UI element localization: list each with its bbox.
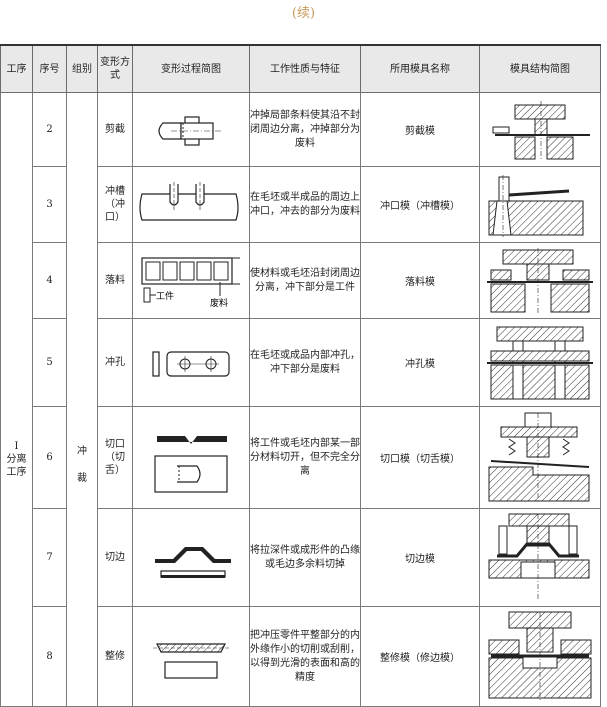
process-cell: I 分离 工序 xyxy=(0,92,33,707)
table-row: I 分离 工序 2 冲 裁 剪截 冲掉局部条料使其沿 xyxy=(0,92,601,707)
mode-label-alt: （切舌） xyxy=(105,452,125,476)
seq-cell: 7 xyxy=(32,508,67,607)
nature-cell: 使材料或毛坯沿封闭周边分离，冲下部分是工件 xyxy=(249,242,361,319)
blanking-sketch: 工件 废料 xyxy=(141,256,240,309)
header-mode: 变形方式 xyxy=(97,44,133,93)
die-cell: 整修模（修边模） xyxy=(360,606,480,707)
trimming-sketch xyxy=(155,546,231,578)
continued-label: (续) xyxy=(291,6,316,21)
header-row: 工序 序号 组别 变形方式 变形过程简图 工作性质与特征 所用模具名称 模具结构… xyxy=(0,44,601,93)
header-nature: 工作性质与特征 xyxy=(249,44,361,93)
die-cell: 冲口模（冲槽模） xyxy=(360,166,480,243)
table-row: 8 整修 把冲压零件平整部分的内外缘作小的切削或刮削，以得到光滑的表面和高的精度… xyxy=(1,606,601,707)
structure-cell xyxy=(479,166,601,243)
shearing-die-diagram xyxy=(492,100,590,161)
header-sketch: 变形过程简图 xyxy=(132,44,250,93)
mode-label: 整修 xyxy=(105,651,125,662)
structure-cell xyxy=(479,242,601,319)
sketch-cell xyxy=(132,606,250,707)
mode-cell: 切口 （切舌） xyxy=(97,406,133,509)
mode-label: 切边 xyxy=(105,552,125,563)
mode-label: 冲孔 xyxy=(105,357,125,368)
seq-cell: 4 xyxy=(32,242,67,319)
sketch-cell xyxy=(132,92,250,167)
notching-sketch xyxy=(139,181,239,221)
seq-cell: 3 xyxy=(32,166,67,243)
seq-cell: 2 xyxy=(32,92,67,167)
sketch-cell: 工件 废料 xyxy=(132,242,250,319)
die-cell: 切边模 xyxy=(360,508,480,607)
structure-cell xyxy=(479,92,601,167)
sketch-cell xyxy=(132,406,250,509)
nature-cell: 冲掉局部条料使其沿不封闭周边分离，冲掉部分为废料 xyxy=(249,92,361,167)
sketch-cell xyxy=(132,508,250,607)
blanking-die-diagram xyxy=(487,247,593,314)
nature-cell: 把冲压零件平整部分的内外缘作小的切削或刮削，以得到光滑的表面和高的精度 xyxy=(249,606,361,707)
table-row: 5 冲孔 在毛坯或成品内部冲孔，冲下部分是废料 冲孔模 xyxy=(1,318,601,407)
mode-cell: 切边 xyxy=(97,508,133,607)
scrap-label: 废料 xyxy=(210,297,228,309)
group-name-2: 裁 xyxy=(77,472,87,484)
header-die: 所用模具名称 xyxy=(360,44,480,93)
die-cell: 冲孔模 xyxy=(360,318,480,407)
mode-cell: 剪截 xyxy=(97,92,133,167)
mode-cell: 整修 xyxy=(97,606,133,707)
structure-cell xyxy=(479,606,601,707)
mode-cell: 冲槽 （冲口） xyxy=(97,166,133,243)
nature-cell: 将拉深件或成形件的凸缘或毛边多余料切掉 xyxy=(249,508,361,607)
group-cell: 冲 裁 xyxy=(66,92,98,707)
nature-cell: 在毛坯或半成品的周边上冲口，冲去的部分为废料 xyxy=(249,166,361,243)
header-group: 组别 xyxy=(66,44,98,93)
notching-die-diagram xyxy=(488,174,584,237)
structure-cell xyxy=(479,508,601,607)
nature-cell: 在毛坯或成品内部冲孔，冲下部分是废料 xyxy=(249,318,361,407)
mode-label: 冲槽 xyxy=(105,186,125,197)
workpiece-label: 工件 xyxy=(156,290,174,302)
structure-cell xyxy=(479,318,601,407)
header-structure: 模具结构简图 xyxy=(479,44,601,93)
lancing-sketch xyxy=(154,435,228,493)
mode-cell: 落料 xyxy=(97,242,133,319)
sketch-cell xyxy=(132,166,250,243)
table-row: 3 冲槽 （冲口） 在毛坯或半成品的周边上冲口，冲去的部分为废料 冲口模（冲槽模… xyxy=(1,166,601,243)
shaving-die-diagram xyxy=(488,611,592,702)
trimming-die-diagram xyxy=(488,513,590,600)
die-cell: 落料模 xyxy=(360,242,480,319)
mode-cell: 冲孔 xyxy=(97,318,133,407)
process-table: 工序 序号 组别 变形方式 变形过程简图 工作性质与特征 所用模具名称 模具结构… xyxy=(0,44,601,707)
process-line3: 工序 xyxy=(6,467,27,478)
die-cell: 剪截模 xyxy=(360,92,480,167)
lancing-die-diagram xyxy=(488,412,590,503)
shearing-sketch xyxy=(158,115,221,146)
sketch-cell xyxy=(132,318,250,407)
seq-cell: 6 xyxy=(32,406,67,509)
die-cell: 切口模（切舌模） xyxy=(360,406,480,509)
header-process: 工序 xyxy=(0,44,33,93)
mode-label: 落料 xyxy=(105,275,125,286)
punching-die-diagram xyxy=(487,326,593,399)
punching-sketch xyxy=(152,350,230,377)
shaving-sketch xyxy=(153,642,229,679)
group-name-1: 冲 xyxy=(77,445,87,457)
process-line2: 分离 xyxy=(6,454,27,465)
seq-cell: 8 xyxy=(32,606,67,707)
header-seq: 序号 xyxy=(32,44,67,93)
seq-cell: 5 xyxy=(32,318,67,407)
mode-label: 切口 xyxy=(105,439,125,450)
process-roman: I xyxy=(14,441,19,452)
nature-cell: 将工件或毛坯内部某一部分材料切开，但不完全分离 xyxy=(249,406,361,509)
table-row: 4 落料 工件 废料 xyxy=(1,242,601,319)
mode-label: 剪截 xyxy=(105,124,125,135)
structure-cell xyxy=(479,406,601,509)
mode-label-alt: （冲口） xyxy=(105,199,125,223)
